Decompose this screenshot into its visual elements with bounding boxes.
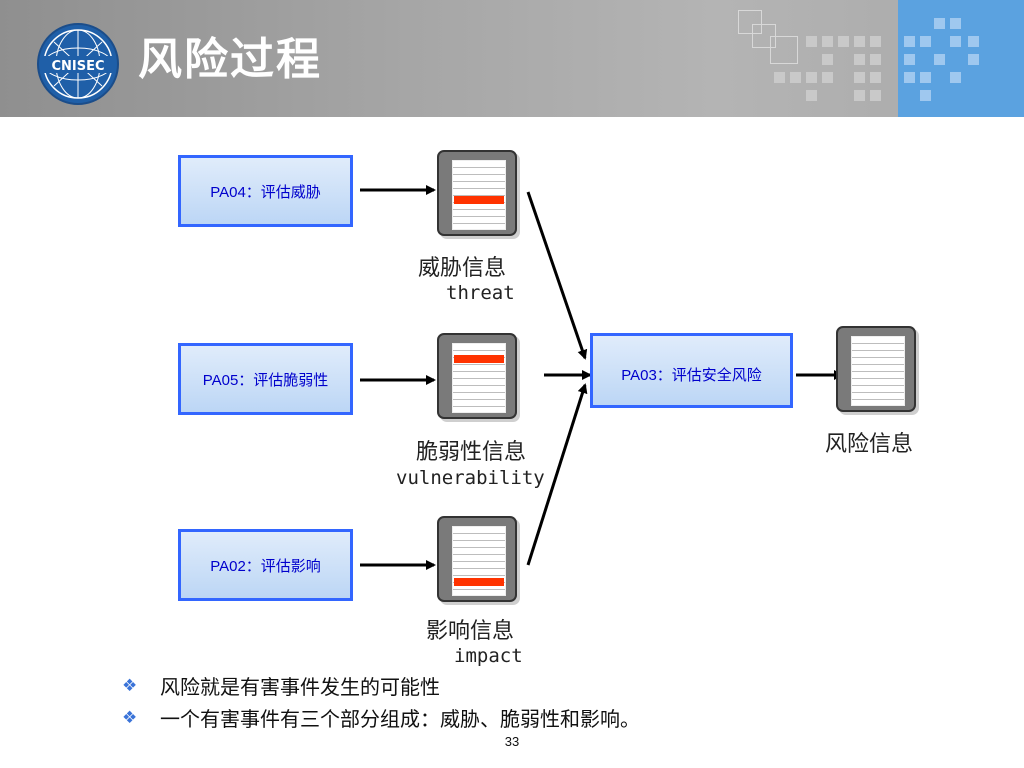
- process-box-pa04: PA04：评估威胁: [178, 155, 353, 227]
- risk-doc-icon: [836, 326, 916, 412]
- process-box-label: PA02：评估影响: [210, 557, 321, 575]
- page-title: 风险过程: [138, 34, 322, 85]
- bullet-item: ❖ 风险就是有害事件发生的可能性: [120, 671, 440, 700]
- cnisec-logo: CNISEC: [37, 23, 119, 105]
- impact-english-label: impact: [454, 645, 523, 667]
- threat-info-label: 威胁信息: [418, 256, 507, 281]
- vulnerability-info-label: 脆弱性信息: [416, 440, 527, 465]
- header-accent-block: [898, 0, 1024, 117]
- page-number: 33: [504, 734, 520, 749]
- threat-doc-icon: [437, 150, 517, 236]
- header-bar: [0, 0, 1024, 117]
- impact-doc-icon: [437, 516, 517, 602]
- process-box-label: PA04：评估威胁: [210, 183, 321, 201]
- diamond-bullet-icon: ❖: [122, 675, 138, 696]
- process-box-label: PA05：评估脆弱性: [202, 371, 329, 389]
- impact-info-label: 影响信息: [426, 619, 515, 644]
- diamond-bullet-icon: ❖: [122, 707, 138, 728]
- vulnerability-english-label: vulnerability: [396, 467, 545, 489]
- process-box-pa05: PA05：评估脆弱性: [178, 343, 353, 415]
- process-box-label: PA03：评估安全风险: [621, 367, 762, 384]
- bullet-text: 风险就是有害事件发生的可能性: [160, 675, 440, 699]
- svg-text:CNISEC: CNISEC: [51, 59, 104, 74]
- bullet-text: 一个有害事件有三个部分组成：威胁、脆弱性和影响。: [160, 707, 640, 731]
- threat-english-label: threat: [446, 282, 515, 304]
- process-box-pa03: PA03：评估安全风险: [590, 333, 793, 408]
- arrow-impact-to-pa03: [526, 383, 588, 566]
- arrow-threat-to-pa03: [526, 191, 588, 360]
- process-box-pa02: PA02：评估影响: [178, 529, 353, 601]
- vulnerability-doc-icon: [437, 333, 517, 419]
- risk-info-label: 风险信息: [825, 432, 914, 457]
- bullet-item: ❖ 一个有害事件有三个部分组成：威胁、脆弱性和影响。: [120, 703, 640, 732]
